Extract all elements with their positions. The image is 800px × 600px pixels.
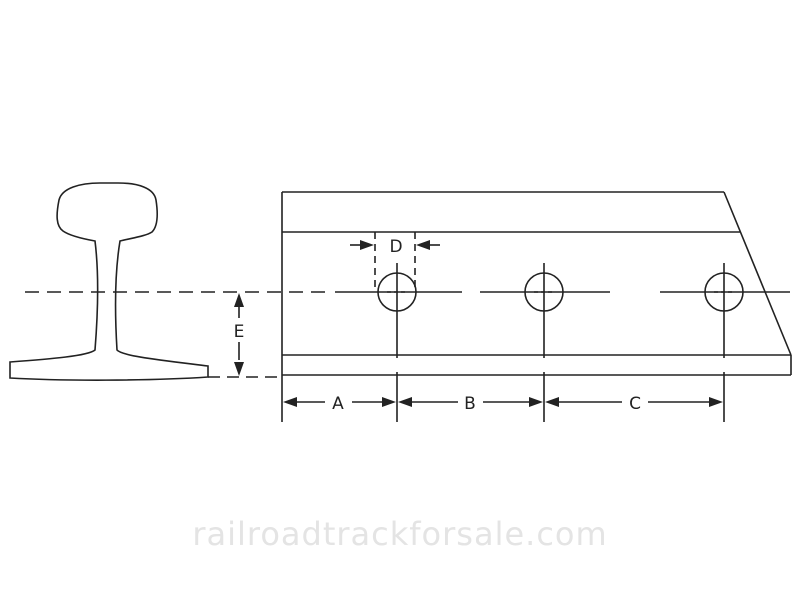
- arrowheads: [234, 240, 723, 407]
- label-d: D: [389, 237, 402, 257]
- label-c: C: [629, 394, 641, 414]
- label-b: B: [464, 394, 476, 414]
- dimension-lines: [238, 244, 714, 403]
- dimension-extensions: [396, 372, 725, 422]
- joint-bar: [281, 191, 792, 422]
- label-e: E: [234, 322, 245, 342]
- label-a: A: [332, 394, 344, 414]
- watermark: railroadtrackforsale.com: [192, 515, 608, 553]
- bolt-hole-1: [377, 263, 417, 358]
- bolt-hole-2: [524, 263, 564, 358]
- dimension-d-extensions: [374, 232, 416, 292]
- rail-profile: [9, 182, 209, 381]
- bolt-hole-3: [704, 263, 744, 358]
